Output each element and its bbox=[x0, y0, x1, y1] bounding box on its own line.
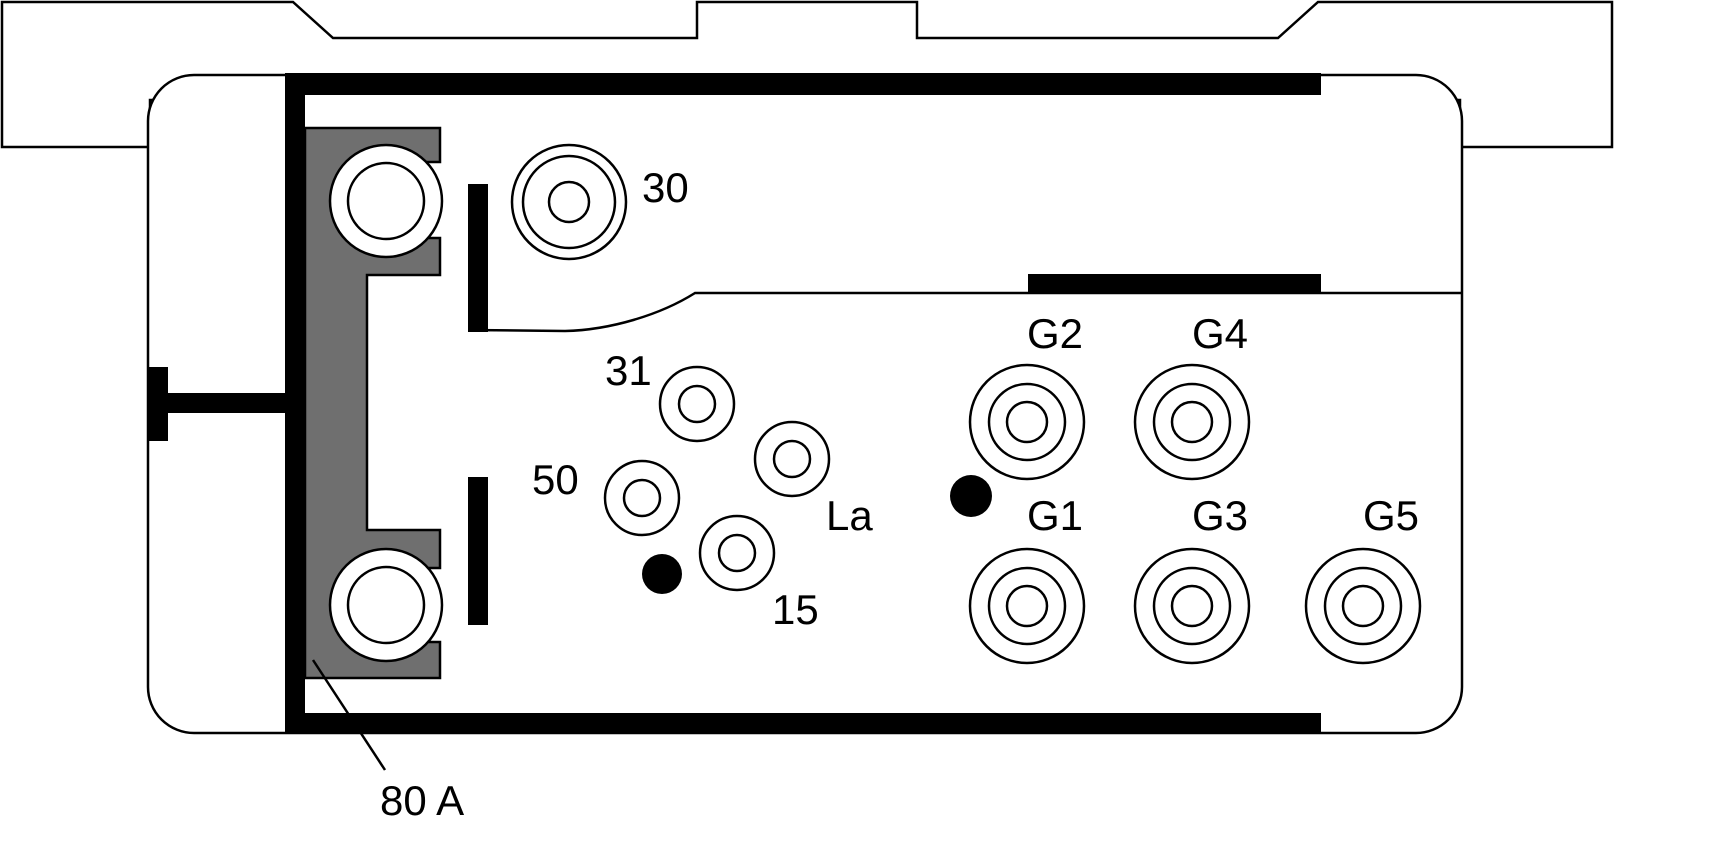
marker-dot-glow bbox=[950, 475, 992, 517]
busbar-screw-bottom bbox=[328, 547, 444, 663]
terminal-g3 bbox=[1133, 547, 1251, 665]
label-terminal-g4: G4 bbox=[1192, 310, 1248, 357]
label-terminal-31: 31 bbox=[605, 347, 652, 394]
terminal-30 bbox=[510, 143, 628, 261]
terminal-50 bbox=[603, 459, 681, 537]
label-terminal-la: La bbox=[826, 492, 873, 539]
busbar-leader-line bbox=[311, 659, 387, 771]
housing-frame bbox=[285, 73, 1321, 733]
label-terminal-15: 15 bbox=[772, 586, 819, 633]
label-busbar-80a: 80 A bbox=[380, 777, 464, 824]
side-mounting-tab bbox=[148, 367, 288, 441]
label-terminal-g1: G1 bbox=[1027, 492, 1083, 539]
label-terminal-g5: G5 bbox=[1363, 492, 1419, 539]
label-terminal-30: 30 bbox=[642, 164, 689, 211]
upper-separator bbox=[468, 184, 488, 332]
internal-divider-line bbox=[467, 291, 1462, 333]
terminal-g2 bbox=[968, 363, 1086, 481]
marker-dot-control bbox=[642, 554, 682, 594]
label-terminal-g3: G3 bbox=[1192, 492, 1248, 539]
lower-separator bbox=[468, 477, 488, 625]
terminal-g1 bbox=[968, 547, 1086, 665]
label-terminal-50: 50 bbox=[532, 456, 579, 503]
terminal-15 bbox=[698, 514, 776, 592]
busbar-80a bbox=[303, 126, 442, 680]
terminal-g5 bbox=[1304, 547, 1422, 665]
terminal-31 bbox=[658, 365, 736, 443]
terminal-g4 bbox=[1133, 363, 1251, 481]
label-terminal-g2: G2 bbox=[1027, 310, 1083, 357]
busbar-screw-top bbox=[328, 143, 444, 259]
terminal-la bbox=[753, 420, 831, 498]
